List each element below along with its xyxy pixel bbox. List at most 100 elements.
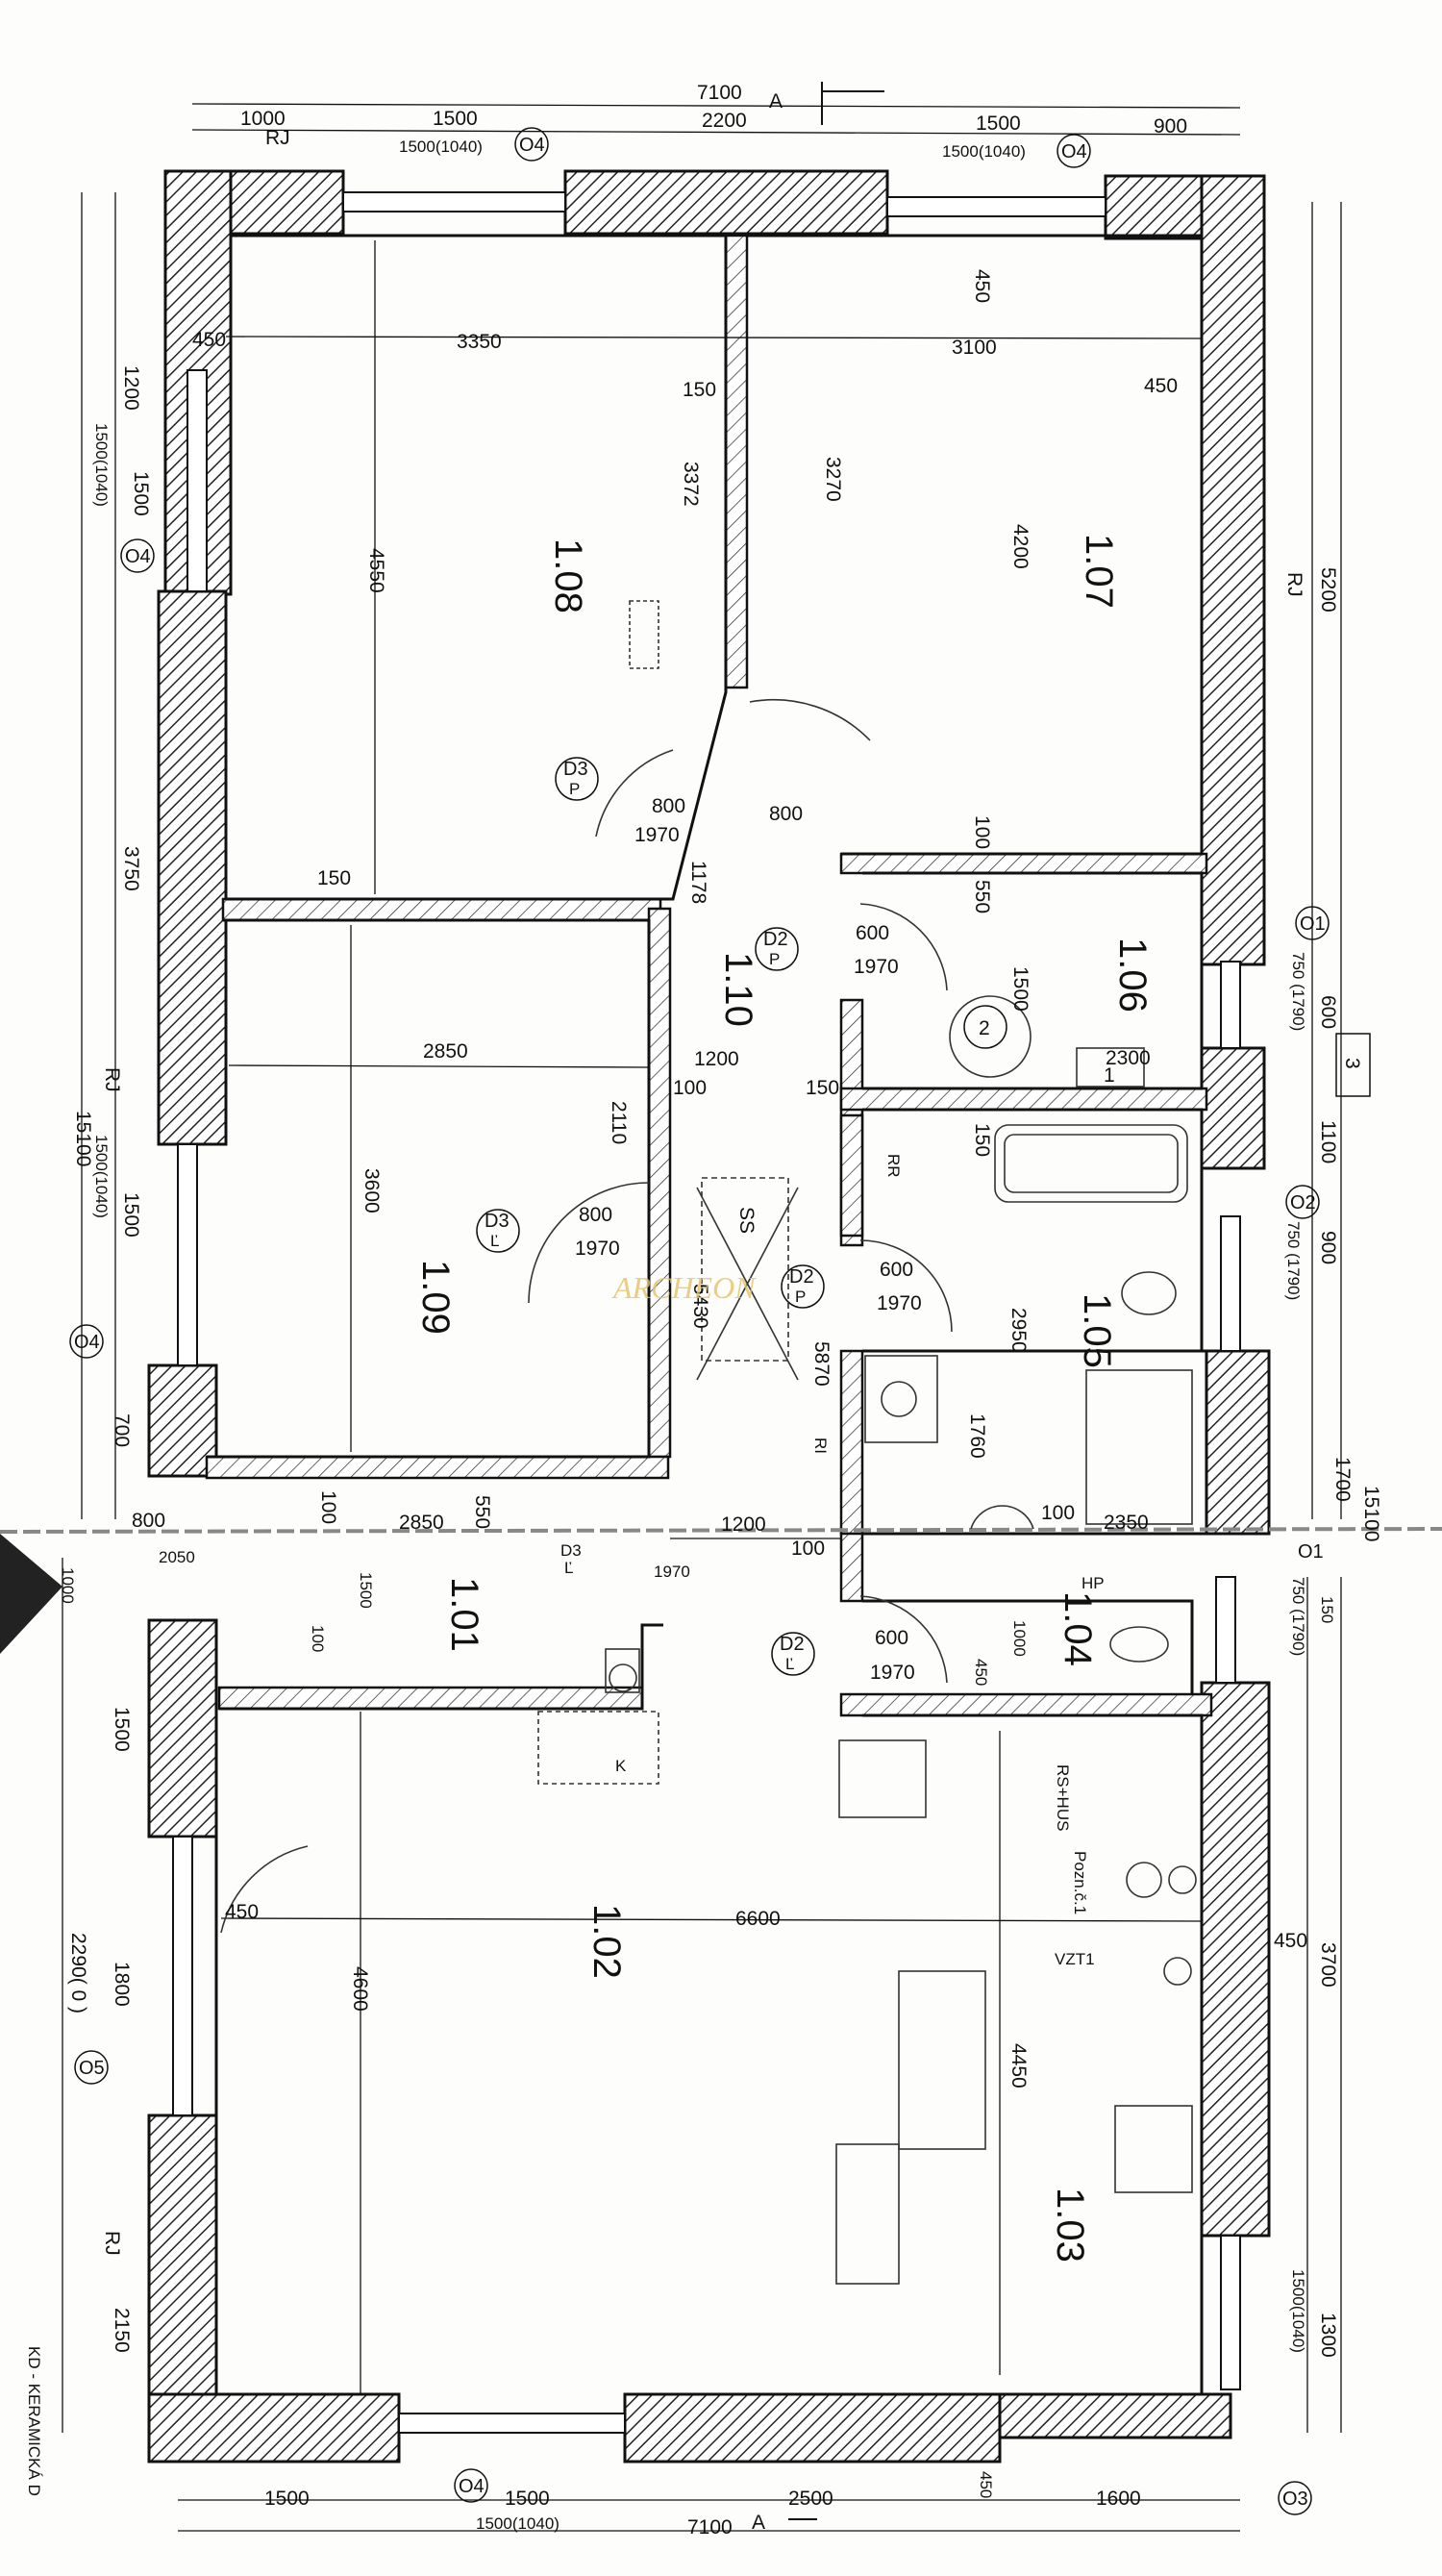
r102-height-dim: 4600 [349, 1966, 371, 2012]
dim-100-f: 100 [309, 1625, 327, 1652]
window-tag-o3: O3 [1282, 2488, 1308, 2510]
room-label-1-01: 1.01 [443, 1577, 485, 1652]
left-dim-1500-mid: 1500 [120, 1192, 142, 1238]
door-swings [220, 699, 1032, 1934]
r110-length-dim: 5430 [689, 1284, 711, 1329]
window-tag-o4-top-left: O4 [519, 135, 545, 156]
top-dim-2200: 2200 [702, 110, 747, 132]
left-dim-700: 700 [111, 1413, 133, 1447]
door-tag-d2l: D2 [780, 1634, 805, 1655]
label-vzt1: VZT1 [1055, 1950, 1095, 1968]
left-dim-3750: 3750 [120, 846, 142, 891]
label-rr: RR [884, 1154, 903, 1178]
label-ri: RI [811, 1438, 830, 1454]
dim-450-b: 450 [1144, 375, 1178, 397]
r105-height2-dim: 1760 [966, 1413, 988, 1459]
r105-height-dim: 2950 [1007, 1308, 1030, 1353]
r109-height-dim: 3600 [360, 1168, 383, 1213]
misc-labels: RR SS RS+HUS Pozn.č.1 VZT1 K RI HP ARCHE… [25, 1154, 1105, 2496]
left-window-top-dim: 1500(1040) [92, 423, 111, 507]
dim-100-c: 100 [1041, 1502, 1075, 1524]
left-dim-1800: 1800 [111, 1962, 133, 2007]
dim-150-b: 150 [317, 867, 351, 889]
window-tags: O4 O4 O4 O4 O1 O2 O1 O5 O4 O3 [69, 127, 1330, 2515]
door-tag-d3l-side: Ľ [490, 1232, 499, 1250]
door-tag-d2p-a-side: P [769, 950, 780, 968]
dim-1500-e: 1500 [357, 1572, 375, 1609]
room-label-1-10: 1.10 [717, 952, 759, 1027]
dim-450-a: 450 [192, 329, 226, 351]
right-rj-label: RJ [1283, 572, 1305, 597]
top-dim-1500-left: 1500 [433, 108, 478, 130]
room-label-1-05: 1.05 [1076, 1293, 1118, 1368]
door-d3-height: 1970 [634, 824, 680, 846]
dim-150-a: 150 [683, 379, 716, 401]
window-tag-o4-left: O4 [125, 546, 151, 567]
right-dim-150: 150 [1318, 1596, 1336, 1623]
left-dim-1000: 1000 [59, 1567, 77, 1604]
interior-walls [205, 234, 1213, 1717]
bottom-section-mark: A [752, 2512, 765, 2534]
door-tag-d3p-a-side: P [569, 780, 580, 798]
top-dimension-texts: 7100 A 1000 1500 2200 1500 900 1500(1040… [240, 82, 1187, 161]
left-dim-1500-top: 1500 [130, 471, 152, 516]
label-hp: HP [1082, 1574, 1105, 1592]
dim-550-a: 550 [971, 880, 993, 913]
window-tag-o1-bottom: O1 [1298, 1541, 1324, 1563]
door-d2l-height: 1970 [870, 1662, 915, 1684]
right-box-3: 3 [1341, 1058, 1363, 1069]
watermark-text: ARCHEON [611, 1270, 757, 1305]
left-rj-top: RJ [101, 1067, 123, 1092]
dim-450-e: 450 [225, 1901, 259, 1923]
door-tag-d3l-b-side: Ľ [564, 1559, 573, 1577]
right-dim-3700: 3700 [1317, 1942, 1339, 1988]
door-tag-d3l: D3 [485, 1211, 510, 1232]
door-tag-d3l-b: D3 [560, 1541, 582, 1560]
room-outlines [207, 234, 1208, 2396]
r107-height-dim: 4200 [1009, 524, 1032, 569]
dim-450-d: 450 [972, 1659, 990, 1686]
right-dim-1300: 1300 [1317, 2313, 1339, 2358]
door-d3-width: 800 [652, 795, 685, 817]
binding-mark [0, 1534, 62, 1654]
left-dim-2150: 2150 [111, 2308, 133, 2353]
label-num-1: 1 [1104, 1064, 1115, 1087]
door-d2-width-b: 600 [880, 1259, 913, 1281]
r108-width-dim: 3350 [457, 331, 502, 353]
left-dim-1500-low: 1500 [111, 1707, 133, 1752]
bottom-dimension-texts: 1500 1500 2500 1600 450 1500(1040) 7100 … [264, 2471, 1141, 2538]
right-window-o3-dim: 1500(1040) [1289, 2269, 1307, 2353]
top-overall-dim: 7100 [697, 82, 742, 104]
label-pozn: Pozn.č.1 [1071, 1851, 1089, 1914]
label-k: K [615, 1757, 627, 1775]
r109-width-dim: 2850 [423, 1040, 468, 1063]
right-dim-600: 600 [1317, 995, 1339, 1029]
dimension-lines [62, 103, 1342, 2532]
top-window-left-dim: 1500(1040) [399, 138, 483, 156]
bottom-overall-dim: 7100 [687, 2516, 733, 2538]
bottom-dim-1500-left: 1500 [264, 2488, 310, 2510]
dim-100-e: 100 [791, 1538, 825, 1560]
dim-2050: 2050 [159, 1548, 195, 1566]
door-tag-d2p-b-side: P [795, 1288, 806, 1306]
right-dim-1100: 1100 [1317, 1120, 1339, 1163]
right-overall-dim: 15100 [1360, 1486, 1382, 1541]
dim-450-c: 450 [971, 269, 993, 303]
room-label-1-03: 1.03 [1049, 2188, 1091, 2263]
sheet-break-line [0, 1527, 1442, 1534]
room-label-1-06: 1.06 [1111, 938, 1154, 1013]
r103-height-dim: 4450 [1007, 2043, 1030, 2088]
door-tags: D3 P 800 1970 800 D2 P 600 1970 2 1 D3 Ľ… [476, 757, 1115, 1684]
fixtures [537, 600, 1197, 2285]
right-window-o2-dim: 750 (1790) [1284, 1221, 1303, 1300]
door-d3-width-b: 800 [769, 803, 803, 825]
label-num-2: 2 [979, 1017, 990, 1039]
door-d2-height-a: 1970 [854, 956, 899, 978]
r107-wall-dim: 3270 [822, 457, 844, 502]
right-window-o1-bottom-dim: 750 (1790) [1289, 1577, 1307, 1656]
window-tag-o4-top-right: O4 [1061, 141, 1087, 163]
dim-1200-b: 1200 [721, 1513, 766, 1536]
r110-length2-dim: 5870 [810, 1341, 833, 1387]
r107-width-dim: 3100 [952, 337, 997, 359]
